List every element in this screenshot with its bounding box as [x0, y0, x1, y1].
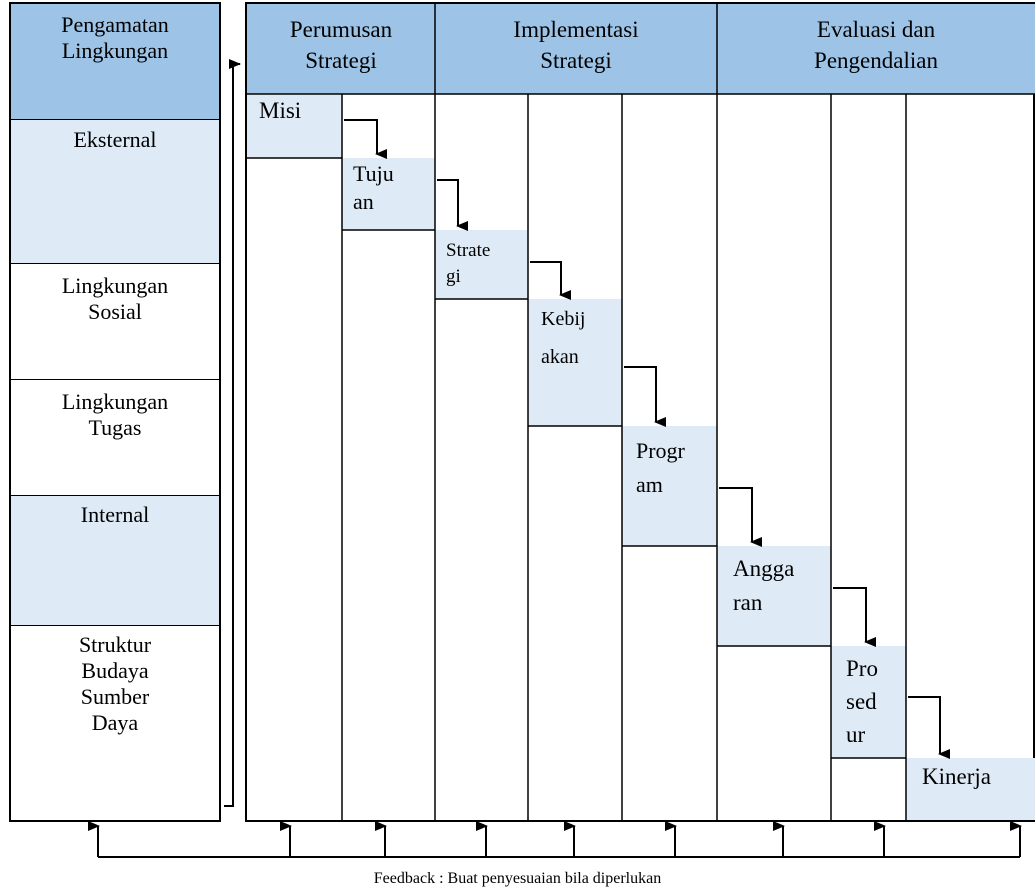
- external-label: Eksternal: [73, 127, 157, 152]
- social-cell: [11, 264, 219, 380]
- step-cell-kebijakan: [528, 299, 622, 426]
- phase-header-formulation: [247, 4, 435, 94]
- step-cell-strategi: [435, 230, 528, 299]
- step-cell-misi: [247, 95, 342, 158]
- social-label: Lingkungan Sosial: [61, 273, 169, 324]
- structure-label: Struktur Budaya Sumber Daya: [78, 632, 152, 735]
- internal-cell: [11, 496, 219, 626]
- step-label-kinerja: Kinerja: [922, 764, 991, 789]
- step-cell-program: [622, 426, 717, 546]
- environment-header-cell: [11, 4, 219, 120]
- internal-label: Internal: [80, 502, 150, 527]
- phase-header-evaluation: [717, 4, 1035, 94]
- phase-label-implementation: Implementasi Strategi: [513, 17, 639, 73]
- step-cell-kinerja: [906, 758, 1035, 820]
- structure-cell: [11, 626, 219, 820]
- phase-label-formulation: Perumusan Strategi: [289, 17, 393, 73]
- feedback-label: Feedback : Buat penyesuaian bila diperlu…: [373, 870, 662, 887]
- step-label-strategi: Strate gi: [446, 240, 491, 287]
- step-label-program: Progr am: [636, 438, 685, 497]
- step-label-anggaran: Angga ran: [733, 556, 795, 615]
- environment-title: Pengamatan Lingkungan: [61, 12, 169, 63]
- step-label-kebijakan: Kebij akan: [541, 308, 586, 368]
- external-cell: [11, 120, 219, 264]
- phase-header-implementation: [435, 4, 717, 94]
- task-cell: [11, 380, 219, 496]
- step-cell-anggaran: [717, 546, 831, 646]
- step-label-prosedur: Pro sed ur: [846, 656, 878, 747]
- task-label: Lingkungan Tugas: [61, 389, 169, 440]
- step-label-tujuan: Tuju an: [353, 161, 394, 214]
- step-label-misi: Misi: [259, 98, 302, 123]
- phase-label-evaluation: Evaluasi dan Pengendalian: [814, 17, 938, 73]
- step-cell-prosedur: [831, 646, 906, 758]
- step-cell-tujuan: [342, 158, 435, 230]
